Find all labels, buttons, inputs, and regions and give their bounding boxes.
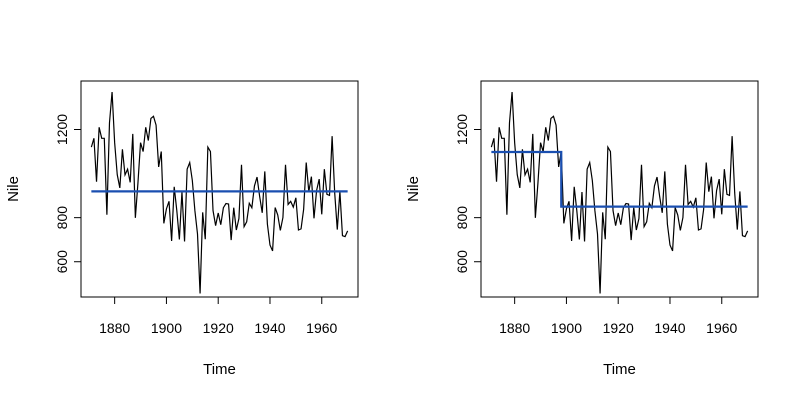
x-tick-label: 1900 [551,320,582,336]
x-tick-label: 1920 [203,320,234,336]
x-tick-label: 1920 [603,320,634,336]
x-tick-label: 1960 [306,320,337,336]
y-tick-label: 800 [54,206,70,230]
x-tick-label: 1880 [99,320,130,336]
panel-right: 1880 1900 1920 1940 1960 600 800 1200 Time Nile [405,80,759,378]
axis-ticks-right: 1880 1900 1920 1940 1960 600 800 1200 [454,114,738,336]
y-tick-label: 800 [454,206,470,230]
fit-right [491,150,748,208]
y-axis-title-right: Nile [405,176,422,202]
x-tick-label: 1960 [706,320,737,336]
x-tick-label: 1880 [499,320,530,336]
plot-frame-left [80,80,359,298]
panel-left: 1880 1900 1920 1940 1960 600 800 1200 Time Nile [5,80,359,378]
x-tick-label: 1900 [151,320,182,336]
y-tick-label: 1200 [54,114,70,145]
x-tick-label: 1940 [254,320,285,336]
nile-flow-line [90,91,349,294]
y-tick-label: 1200 [454,114,470,145]
x-axis-title-right: Time [603,361,636,378]
series-right [490,91,749,294]
x-tick-label: 1940 [654,320,685,336]
series-left [90,91,349,294]
plot-frame-right [480,80,759,298]
axis-ticks-left: 1880 1900 1920 1940 1960 600 800 1200 [54,114,338,336]
fitted-mean-line [491,150,748,208]
x-axis-title-left: Time [203,361,236,378]
y-tick-label: 600 [54,250,70,274]
y-tick-label: 600 [454,250,470,274]
y-axis-title-left: Nile [5,176,22,202]
nile-flow-line [490,91,749,294]
